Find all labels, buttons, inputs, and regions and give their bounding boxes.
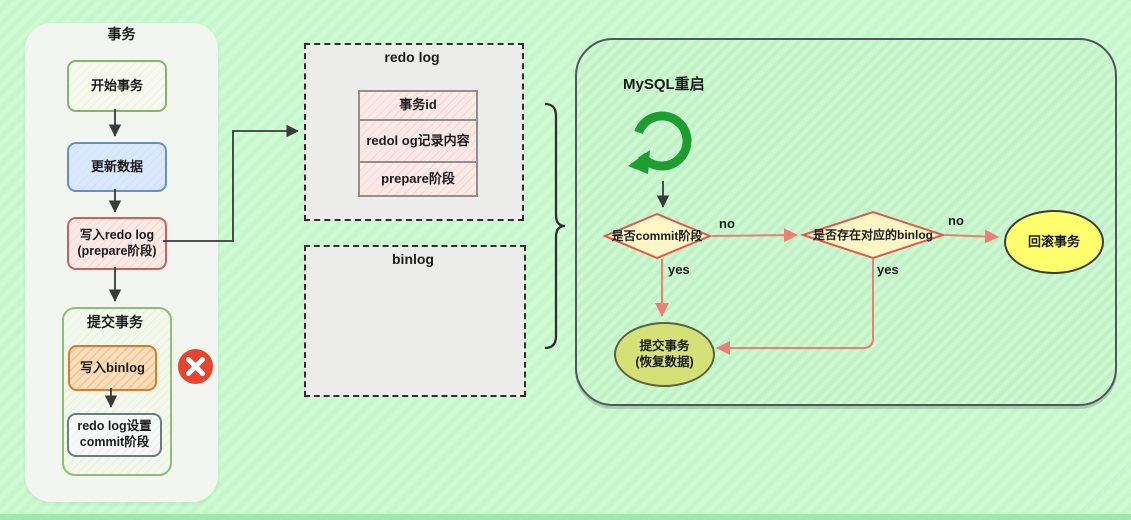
decision1-label: 是否commit阶段 [611,228,703,243]
mysql-restart-title: MySQL重启 [623,76,705,93]
redo-log-row-prepare-phase: prepare阶段 [358,161,478,197]
edge-label-no2: no [948,213,964,228]
decision2-label: 是否存在对应的binlog [813,227,933,242]
edge-label-yes2: yes [877,262,899,277]
redo-log-row-transaction-id: 事务id [358,90,478,121]
node-write-binlog: 写入binlog [68,345,157,391]
node-update-data: 更新数据 [67,142,167,192]
curly-brace [544,102,566,350]
commit-recover-ellipse: 提交事务 (恢复数据) [614,322,715,387]
commit-group-title: 提交事务 [87,314,143,330]
bottom-strip [0,514,1131,520]
binlog-box-title: binlog [392,251,434,267]
rollback-transaction-ellipse: 回滚事务 [1004,210,1104,274]
redo-log-box-title: redo log [384,49,440,65]
node-write-redo-log: 写入redo log (prepare阶段) [67,217,167,270]
transaction-panel-title: 事务 [107,26,136,42]
error-x-icon [177,348,214,385]
edge-label-yes1: yes [668,262,690,277]
node-start-transaction: 开始事务 [67,60,167,112]
edge-label-no1: no [719,216,735,231]
error-x-icon-svg [178,349,213,384]
redo-log-row-record-content: redol og记录内容 [358,119,478,163]
node-redo-commit-phase: redo log设置 commit阶段 [67,413,162,457]
binlog-box [304,245,526,397]
